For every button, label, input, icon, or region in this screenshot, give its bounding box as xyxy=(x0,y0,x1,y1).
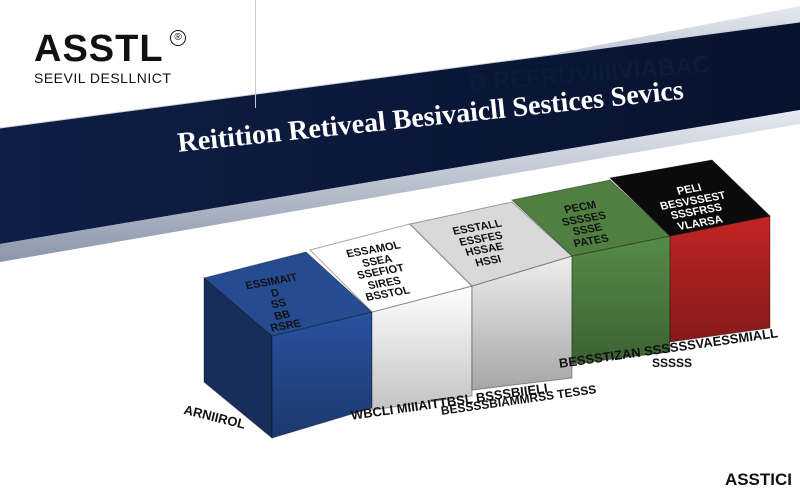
logo-title: ASSTL xyxy=(34,28,164,70)
banner-edge-line xyxy=(0,21,800,129)
footer-brand: ASSTICI xyxy=(724,470,792,489)
registered-mark: ® xyxy=(170,30,186,46)
label-right-sub: SSSSS xyxy=(652,356,693,370)
logo-subtitle: SEEVIL DESLLNICT xyxy=(34,70,172,86)
block-red-top-cap xyxy=(610,160,770,236)
block-green-front xyxy=(571,235,671,365)
banner-stripe-top xyxy=(0,0,800,108)
banner-dark-band xyxy=(0,22,800,244)
banner-stripe-bottom xyxy=(0,110,800,262)
block-red-front xyxy=(669,215,771,343)
logo-box: ASSTL ® SEEVIL DESLLNICT xyxy=(0,0,256,108)
block-gray-white-front xyxy=(471,255,573,391)
